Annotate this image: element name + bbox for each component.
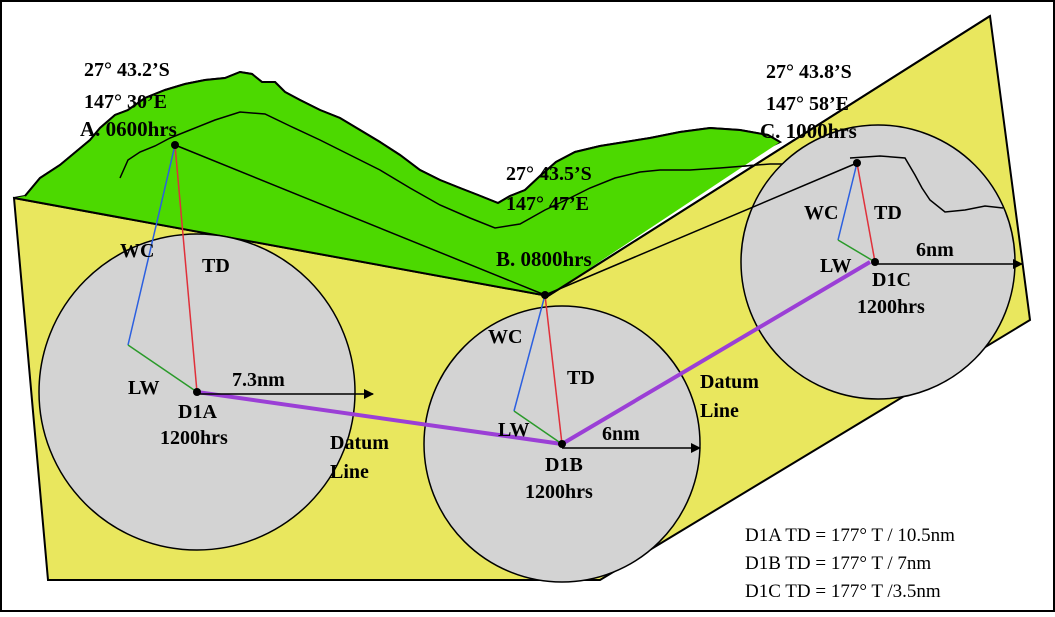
position-a-lat: 27° 43.2’S [84, 59, 170, 81]
td-vector-a [174, 144, 198, 393]
position-b-lon: 147° 47’E [506, 193, 589, 215]
position-a-dot [171, 141, 179, 149]
position-c-label: C. 1000hrs [760, 119, 857, 143]
datum-d1c-time: 1200hrs [857, 296, 925, 318]
track-b-c [544, 162, 858, 296]
datum-line-label-1b: Line [330, 461, 369, 483]
lw-label-c: LW [820, 255, 852, 277]
td-label-c: TD [874, 202, 902, 224]
datum-line-label-2b: Line [700, 400, 739, 422]
wc-label-b: WC [488, 326, 522, 348]
wc-vector-a [127, 144, 176, 346]
datum-d1b-name: D1B [545, 454, 583, 476]
td-vector-c [856, 162, 876, 263]
radius-label-d1a: 7.3nm [232, 369, 285, 391]
radius-label-d1c: 6nm [916, 239, 954, 261]
datum-d1b-time: 1200hrs [525, 481, 593, 503]
lw-label-b: LW [498, 419, 530, 441]
position-a-lon: 147° 30’E [84, 91, 167, 113]
wc-label-c: WC [804, 202, 838, 224]
position-c-dot [853, 159, 861, 167]
legend-line-3: D1C TD = 177° T /3.5nm [745, 581, 941, 602]
td-label-a: TD [202, 255, 230, 277]
legend-line-1: D1A TD = 177° T / 10.5nm [745, 525, 955, 546]
lw-vector-c [837, 239, 876, 263]
position-c-lat: 27° 43.8’S [766, 61, 852, 83]
datum-line-label-1: Datum [330, 432, 389, 454]
datum-d1a-time: 1200hrs [160, 427, 228, 449]
track-a-b [174, 144, 546, 296]
lw-vector-a [127, 344, 198, 393]
position-b-label: B. 0800hrs [496, 247, 592, 271]
td-vector-b [544, 294, 563, 445]
position-b-lat: 27° 43.5’S [506, 163, 592, 185]
datum-line-label-2: Datum [700, 371, 759, 393]
td-label-b: TD [567, 367, 595, 389]
position-b-dot [541, 291, 549, 299]
datum-d1c-dot [871, 258, 879, 266]
lw-vector-b [513, 410, 563, 445]
datum-d1a-name: D1A [178, 401, 217, 423]
position-c-lon: 147° 58’E [766, 93, 849, 115]
wc-label-a: WC [120, 240, 154, 262]
datum-d1c-name: D1C [872, 269, 911, 291]
position-a-label: A. 0600hrs [80, 117, 177, 141]
radius-label-d1b: 6nm [602, 423, 640, 445]
legend-line-2: D1B TD = 177° T / 7nm [745, 553, 931, 574]
lw-label-a: LW [128, 377, 160, 399]
wc-vector-c [837, 162, 858, 241]
datum-d1b-dot [558, 440, 566, 448]
datum-d1a-dot [193, 388, 201, 396]
wc-vector-b [513, 294, 546, 412]
